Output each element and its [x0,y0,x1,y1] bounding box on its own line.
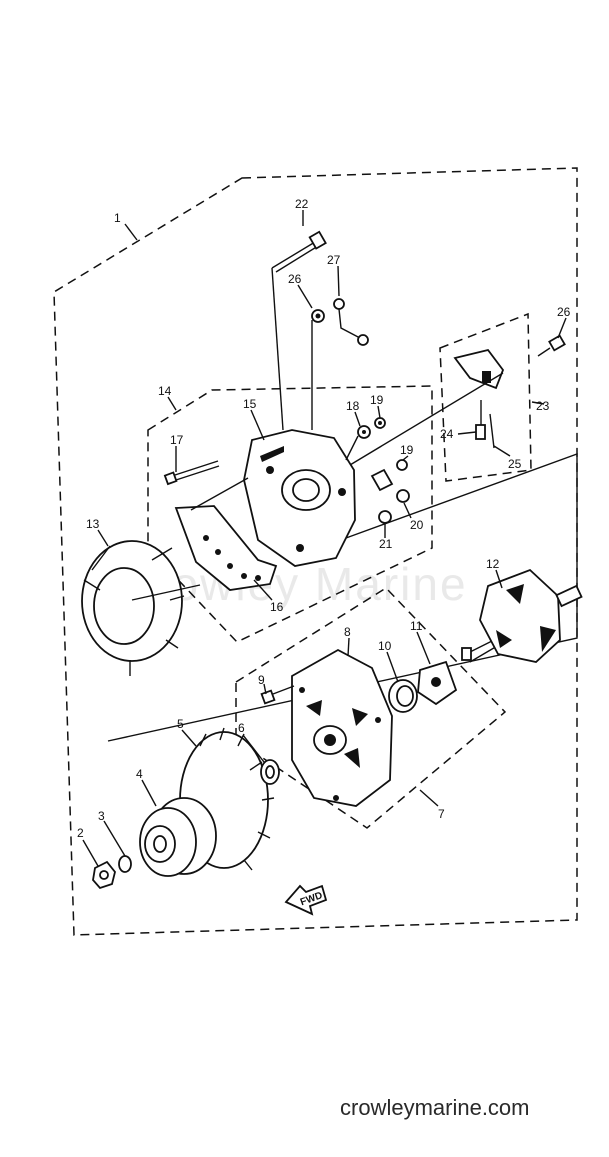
callout-13: 13 [86,517,100,531]
callout-15: 15 [243,397,257,411]
callout-26: 26 [288,272,302,286]
leader-lines [82,210,567,867]
callout-17: 17 [170,433,184,447]
nuts-and-washers [345,417,410,524]
bolt-17 [163,460,220,486]
callout-5: 5 [177,717,184,731]
bearing-10 [388,679,418,713]
callout-19: 19 [370,393,384,407]
callout-26b: 26 [557,305,571,319]
callout-10: 10 [378,639,392,653]
rear-housing-15 [243,429,356,567]
washer-and-nut [92,855,132,890]
stator-13 [81,540,201,676]
callout-14: 14 [158,384,172,398]
fwd-arrow: FWD [284,884,328,916]
callout-18: 18 [346,399,360,413]
rotor-12 [461,568,583,663]
bolt-22 [271,230,327,431]
callout-6: 6 [238,721,245,735]
retainer-11 [417,660,458,706]
callout-27: 27 [327,253,341,267]
callout-4: 4 [136,767,143,781]
callout-20: 20 [410,518,424,532]
pulley-4 [139,797,217,877]
callout-labels: 1 2 3 4 5 6 7 8 9 10 11 12 13 14 15 16 1… [77,197,571,840]
callout-2: 2 [77,826,84,840]
nut-and-connector [311,298,369,430]
callout-16: 16 [270,600,284,614]
screw-26-right [537,334,566,357]
callout-24: 24 [440,427,454,441]
callout-22: 22 [295,197,309,211]
assembly-boundary-1 [53,167,578,936]
callout-21: 21 [379,537,393,551]
callout-25: 25 [508,457,522,471]
brush-and-spring [475,400,495,449]
callout-1: 1 [114,211,121,225]
callout-23: 23 [536,399,550,413]
group-boundary-23 [439,312,532,482]
callout-7: 7 [438,807,445,821]
group-boundary-7 [235,587,507,829]
callout-12: 12 [486,557,500,571]
callout-11: 11 [410,619,423,633]
front-housing-8 [291,648,393,807]
spacer-6 [260,759,280,785]
callout-9: 9 [258,673,265,687]
callout-8: 8 [344,625,351,639]
footer-site-name: crowleymarine.com [340,1095,530,1120]
callout-19b: 19 [400,443,414,457]
rectifier-16 [174,477,278,591]
brush-holder-23 [344,348,505,469]
callout-3: 3 [98,809,105,823]
